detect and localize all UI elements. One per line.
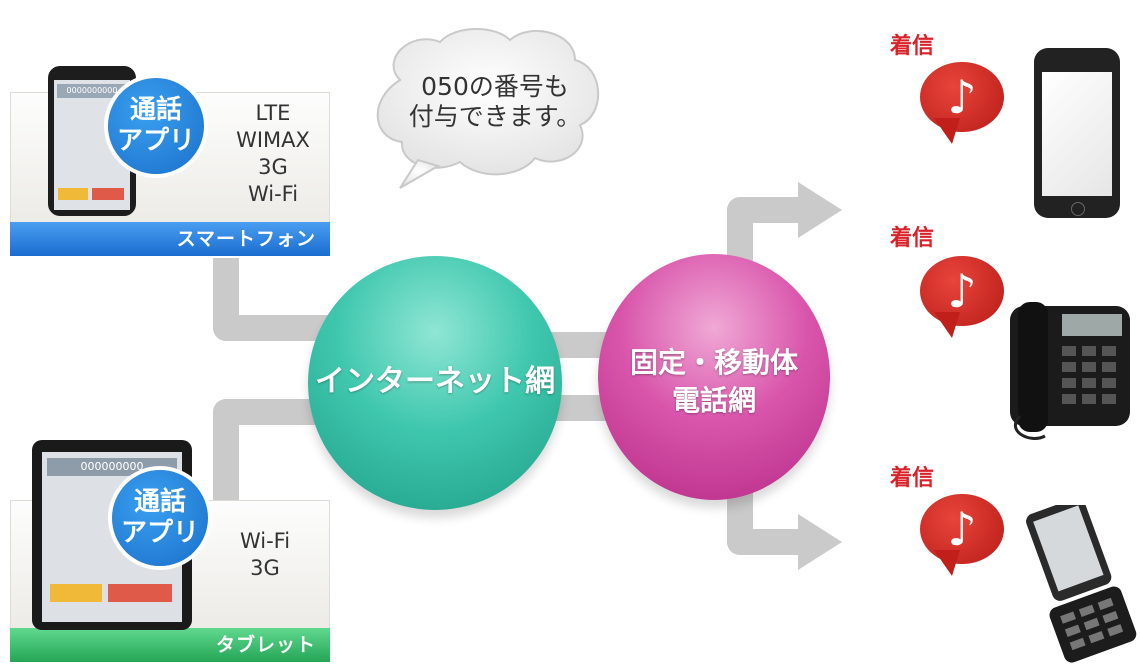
cloud-text-line2: 付与できます。 — [408, 102, 582, 131]
upper-arrow-head — [798, 182, 842, 238]
smartphone-app-line2: アプリ — [116, 126, 195, 156]
phone-network-line2: 電話網 — [671, 384, 756, 417]
incoming-label: 着信 — [890, 34, 935, 59]
smartphone-label: スマートフォン — [10, 222, 330, 256]
smartphone-screen-button — [92, 188, 124, 200]
incoming-label: 着信 — [890, 466, 935, 491]
tablet-app-line2: アプリ — [120, 518, 199, 548]
incoming-label: 着信 — [890, 226, 935, 251]
network-item: Wi-Fi — [239, 529, 291, 553]
network-item: 3G — [250, 556, 280, 580]
internet-network-circle — [308, 256, 562, 510]
smartphone-call-app-badge: 通話 アプリ — [108, 78, 204, 174]
desk-phone-image — [1010, 302, 1130, 440]
phone-network-label: 固定・移動体 電話網 — [598, 344, 830, 420]
tablet-app-line1: 通話 — [133, 487, 186, 517]
incoming-bubble: ♪ — [920, 494, 1004, 576]
flip-phone-image — [1026, 505, 1137, 663]
cloud-text-line1: 050の番号も — [421, 72, 569, 101]
tablet-connector — [213, 399, 340, 500]
smartphone-device-image: 0000000000 — [48, 66, 136, 216]
incoming-bubble: ♪ — [920, 62, 1004, 144]
tablet-screen-button — [50, 584, 102, 602]
network-item: LTE — [255, 101, 291, 125]
smartphone-app-line1: 通話 — [129, 95, 182, 125]
network-item: Wi-Fi — [247, 182, 299, 206]
network-item: 3G — [258, 155, 288, 179]
tablet-call-app-badge: 通話 アプリ — [112, 470, 208, 566]
tablet-label: タブレット — [10, 628, 330, 662]
lower-arrow-head — [798, 514, 842, 570]
phone-network-line1: 固定・移動体 — [629, 346, 798, 379]
smartphone-network-list: LTE WIMAX 3G Wi-Fi — [218, 100, 328, 208]
smartphone-screen-number: 0000000000 — [57, 84, 127, 98]
network-item: WIMAX — [236, 128, 310, 152]
phone-network-circle — [598, 254, 830, 500]
smartphone-connector — [213, 258, 340, 341]
speech-cloud — [376, 28, 600, 189]
tablet-screen-button — [108, 584, 172, 602]
smartphone-screen-button — [58, 188, 88, 200]
music-note-icon: ♪ — [947, 264, 977, 318]
tablet-network-list: Wi-Fi 3G — [210, 528, 320, 582]
music-note-icon: ♪ — [947, 70, 977, 124]
internet-network-label: インターネット網 — [315, 364, 555, 399]
music-note-icon: ♪ — [947, 502, 977, 556]
incoming-bubble: ♪ — [920, 256, 1004, 338]
smartphone-receiver-image — [1034, 48, 1120, 218]
